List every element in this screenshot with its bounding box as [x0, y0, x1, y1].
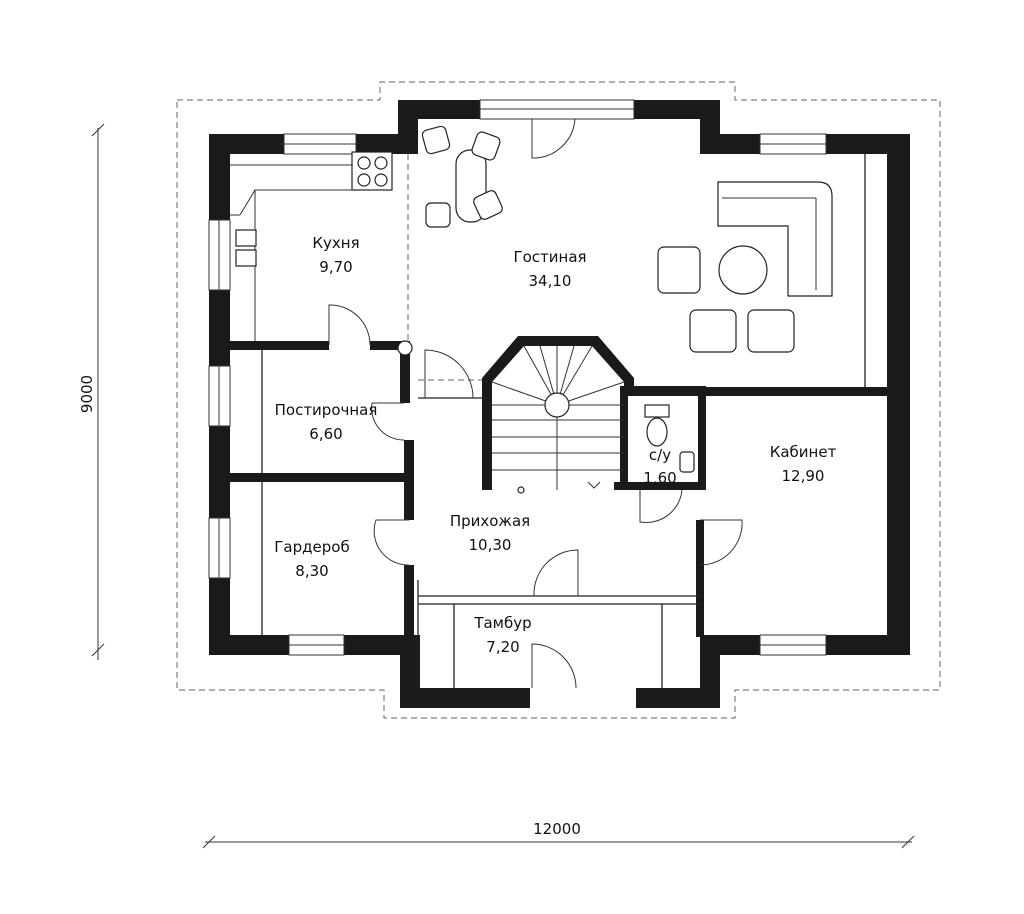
dining-set [421, 125, 503, 228]
wc-area: 1,60 [643, 469, 676, 487]
kitchen-area: 9,70 [319, 258, 352, 276]
kitchen-counter [230, 151, 393, 341]
wardrobe-area: 8,30 [295, 562, 328, 580]
laundry-name: Постирочная [275, 401, 378, 419]
wc-name: с/у [649, 446, 671, 464]
height-dimension-label: 9000 [78, 375, 96, 413]
windows [208, 99, 827, 656]
living-name: Гостиная [513, 248, 586, 266]
width-dimension-label: 12000 [533, 820, 581, 838]
office-name: Кабинет [770, 443, 837, 461]
office-area: 12,90 [782, 467, 825, 485]
living-furniture [657, 181, 833, 353]
hall-name: Прихожая [450, 512, 530, 530]
interior-walls [229, 336, 890, 637]
wc-fixtures [644, 404, 695, 473]
roof-outline [176, 81, 941, 719]
width-dimension [202, 835, 915, 849]
kitchen-name: Кухня [312, 234, 359, 252]
laundry-area: 6,60 [309, 425, 342, 443]
hall-area: 10,30 [469, 536, 512, 554]
vestibule-name: Тамбур [473, 614, 531, 632]
wardrobe-name: Гардероб [274, 538, 349, 556]
height-dimension [91, 123, 105, 660]
vestibule-area: 7,20 [486, 638, 519, 656]
living-area: 34,10 [529, 272, 572, 290]
partitions [261, 154, 866, 688]
doors [328, 118, 743, 689]
staircase [491, 345, 625, 494]
